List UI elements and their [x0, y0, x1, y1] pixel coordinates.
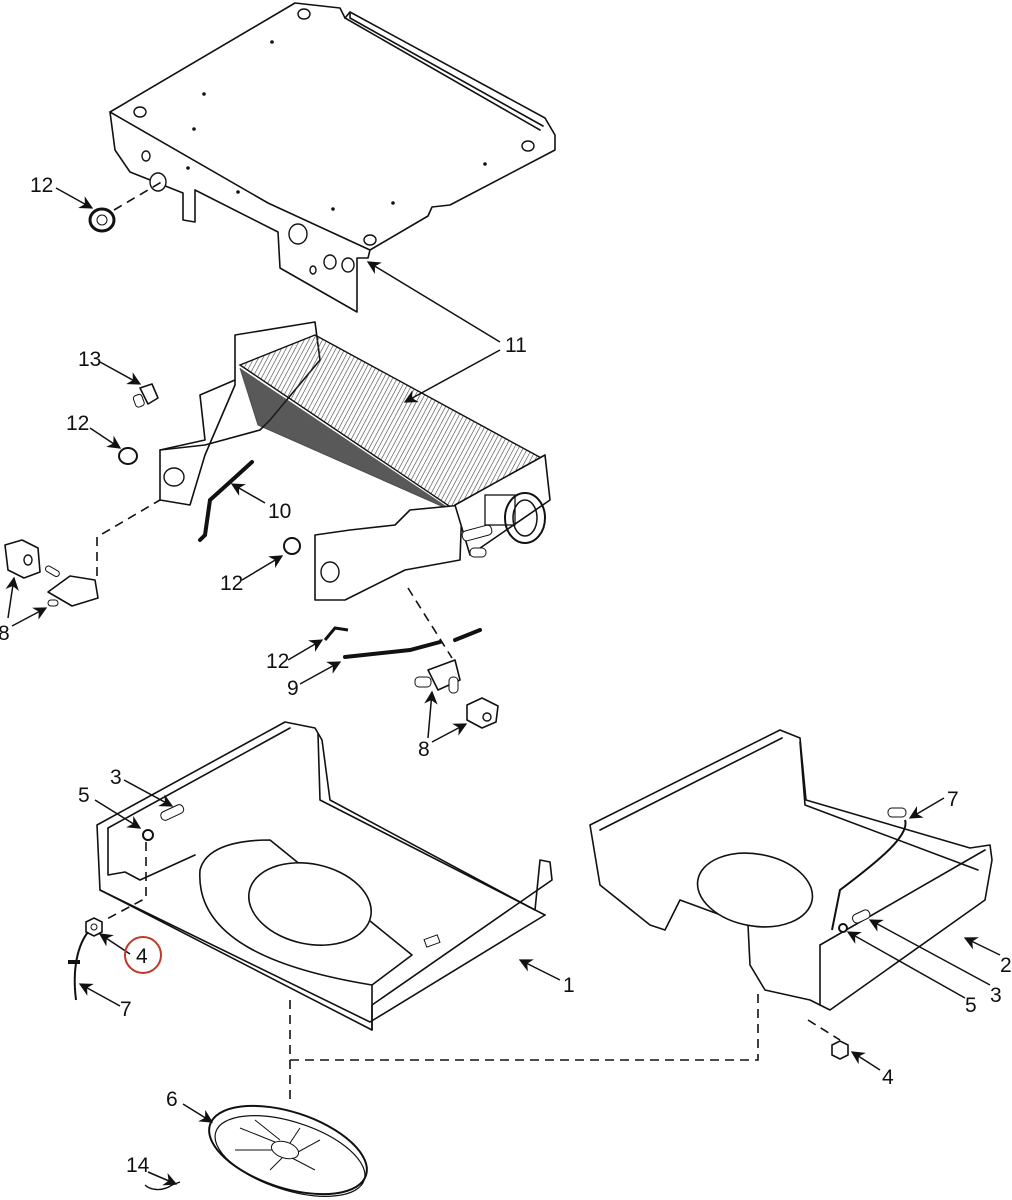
- clip-part: [323, 626, 349, 641]
- callout-8-left: 8: [0, 622, 10, 645]
- callout-12-clip: 12: [266, 650, 289, 673]
- callout-13: 13: [78, 348, 101, 371]
- callout-7-left: 7: [120, 998, 132, 1021]
- valve-part-right: [414, 659, 499, 729]
- sensor-part: [132, 383, 159, 408]
- highlight-circle: [124, 936, 162, 974]
- callout-leaders: [5, 187, 1001, 1186]
- tube-part: [198, 460, 254, 542]
- grommet-part-left: [118, 447, 138, 465]
- callout-8-right: 8: [418, 738, 430, 761]
- blower-housing-right: [589, 729, 993, 1011]
- callout-3-right: 3: [990, 984, 1002, 1007]
- evaporator-coil: [159, 321, 551, 601]
- nut-part-right: [831, 1040, 849, 1060]
- valve-part-left: [4, 499, 161, 607]
- mounting-plate: [109, 2, 556, 313]
- grommet-part-upper: [88, 179, 166, 233]
- callout-5-right: 5: [965, 994, 977, 1017]
- callout-4-right: 4: [882, 1066, 894, 1089]
- callout-3-left: 3: [110, 766, 122, 789]
- capillary-tube-part: [343, 628, 482, 659]
- housing-connector-line: [290, 990, 759, 1061]
- callout-4-left: 4: [136, 945, 148, 968]
- callout-14: 14: [126, 1154, 150, 1177]
- callout-5-left: 5: [78, 784, 90, 807]
- callout-9: 9: [287, 677, 299, 700]
- callout-6: 6: [166, 1088, 178, 1111]
- callout-labels: 12 13 12 11 10 12 8 12 9 8 3 5 4 7 1 7 2…: [0, 174, 1012, 1177]
- callout-10: 10: [268, 500, 291, 523]
- grommet-part-right: [283, 537, 301, 555]
- fan-part: [208, 1104, 368, 1197]
- callout-1: 1: [563, 974, 575, 997]
- callout-12-left: 12: [66, 412, 89, 435]
- callout-12-right: 12: [220, 572, 243, 595]
- nut-and-wire-left: [68, 917, 103, 1001]
- callout-11: 11: [505, 334, 527, 357]
- blower-housing-left: [96, 721, 553, 1031]
- callout-2: 2: [1000, 954, 1012, 977]
- callout-12-upper: 12: [30, 174, 53, 197]
- callout-7-right: 7: [947, 788, 959, 811]
